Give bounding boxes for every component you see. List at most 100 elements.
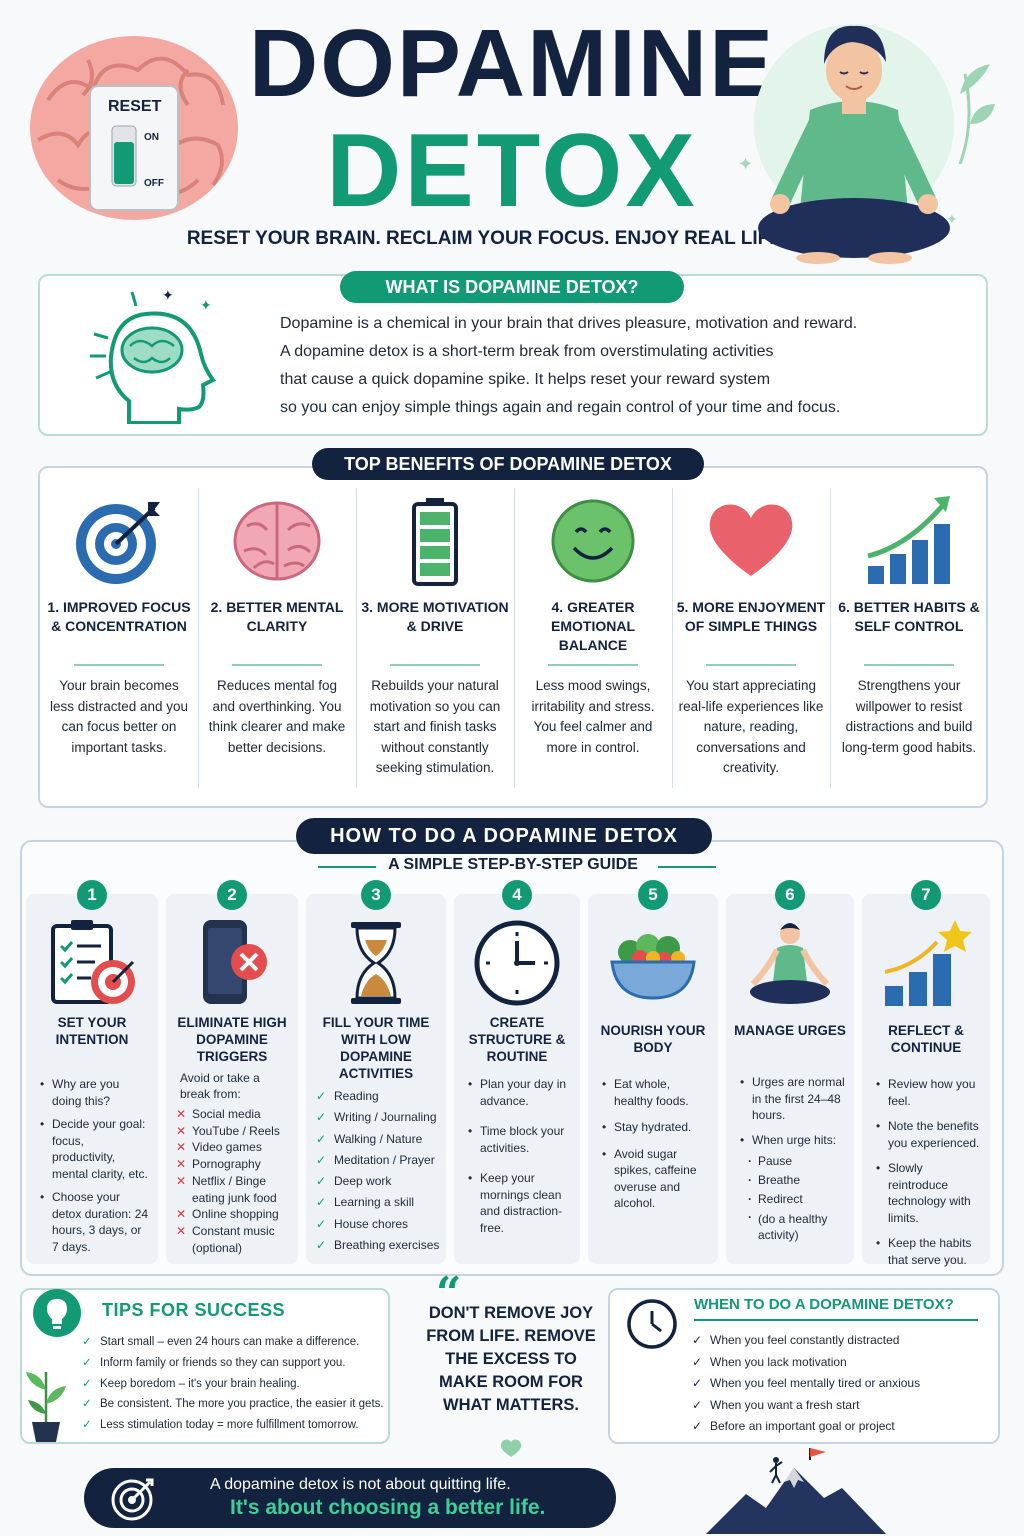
list-item: Video games — [176, 1139, 294, 1156]
what-is-line: so you can enjoy simple things again and… — [280, 399, 841, 416]
list-item: Learning a skill — [316, 1194, 442, 1211]
activities-list: Reading Writing / Journaling Walking / N… — [316, 1088, 442, 1258]
step-title: REFLECT & CONTINUE — [888, 1023, 964, 1055]
list-item: When you feel mentally tired or anxious — [692, 1373, 992, 1395]
step-card: 7 REFLECT & CONTINUE Review how you feel… — [862, 880, 990, 1267]
benefit-desc: Less mood swings, irritability and stres… — [531, 678, 655, 755]
divider — [706, 664, 796, 666]
benefit-desc: You start appreciating real-life experie… — [678, 678, 824, 775]
hourglass-icon — [351, 922, 401, 1004]
switch-off-label: OFF — [144, 178, 164, 189]
list-item: Time block your activities. — [468, 1123, 572, 1156]
divider — [514, 488, 515, 788]
list-item: Stay hydrated. — [602, 1119, 710, 1136]
benefit-title: 6. BETTER HABITS & SELF CONTROL — [838, 599, 980, 634]
list-item: Reading — [316, 1088, 442, 1105]
list-item: Breathing exercises — [316, 1237, 442, 1254]
how-to-heading: HOW TO DO A DOPAMINE DETOX — [296, 818, 712, 854]
list-item: Choose your detox duration: 24 hours, 3 … — [40, 1189, 150, 1255]
switch-on-label: ON — [144, 132, 159, 143]
step-number: 6 — [775, 880, 805, 910]
list-item: Keep boredom – it's your brain healing. — [82, 1374, 387, 1395]
step-number: 1 — [77, 880, 107, 910]
step-intro: Avoid or take a break from: — [180, 1071, 260, 1101]
title-line1: DOPAMINE — [248, 10, 776, 117]
list-item: Pornography — [176, 1156, 294, 1173]
tagline: RESET YOUR BRAIN. RECLAIM YOUR FOCUS. EN… — [186, 228, 788, 249]
battery-icon — [412, 498, 458, 586]
list-item: Before an important goal or project — [692, 1416, 992, 1438]
phone-blocked-icon — [203, 920, 267, 1004]
benefit-title: 5. MORE ENJOYMENT OF SIMPLE THINGS — [676, 599, 826, 634]
what-is-line: that cause a quick dopamine spike. It he… — [280, 371, 771, 388]
list-item: Inform family or friends so they can sup… — [82, 1353, 387, 1374]
benefit-card: 6. BETTER HABITS & SELF CONTROL Strength… — [830, 488, 988, 788]
list-item: Writing / Journaling — [316, 1109, 442, 1126]
step-card: 4 CREATE STRUCTURE & ROUTINE Plan your d… — [454, 880, 580, 1264]
step-number: 7 — [911, 880, 941, 910]
benefit-card: 5. MORE ENJOYMENT OF SIMPLE THINGS You s… — [672, 488, 831, 788]
list-item: Breathe — [748, 1171, 848, 1190]
list-item: When you lack motivation — [692, 1352, 992, 1374]
benefits-panel — [38, 466, 988, 808]
when-list: When you feel constantly distracted When… — [692, 1330, 992, 1438]
benefit-desc: Strengthens your willpower to resist dis… — [841, 678, 977, 755]
benefit-card: 2. BETTER MENTAL CLARITY Reduces mental … — [198, 488, 357, 788]
step-title: FILL YOUR TIME WITH LOW DOPAMINE ACTIVIT… — [322, 1015, 430, 1081]
step-bullets: Review how you feel. Note the benefits y… — [876, 1076, 982, 1275]
switch-reset-label: RESET — [108, 98, 162, 115]
target-icon — [111, 1478, 154, 1521]
growth-chart-icon — [867, 496, 950, 584]
how-to-subheading: A SIMPLE STEP-BY-STEP GUIDE — [388, 856, 638, 873]
progress-star-icon — [884, 920, 971, 1006]
footer-line2: It's about choosing a better life. — [230, 1496, 546, 1519]
divider — [694, 1319, 978, 1321]
step-bullets: Plan your day in advance. Time block you… — [468, 1076, 572, 1243]
title-line2: DETOX — [326, 113, 698, 229]
step-title: ELIMINATE HIGH DOPAMINE TRIGGERS — [177, 1015, 287, 1064]
divider — [830, 488, 831, 788]
list-item: Urges are normal in the first 24–48 hour… — [740, 1074, 846, 1124]
list-item: Avoid sugar spikes, caffeine overuse and… — [602, 1146, 710, 1212]
step-bullets: Eat whole, healthy foods. Stay hydrated.… — [602, 1076, 710, 1219]
list-item: Deep work — [316, 1173, 442, 1190]
list-item: Why are you doing this? — [40, 1076, 150, 1109]
list-item: Meditation / Prayer — [316, 1152, 442, 1169]
list-item: Pause — [748, 1152, 848, 1171]
list-item: Online shopping — [176, 1206, 294, 1223]
footer-line1: A dopamine detox is not about quitting l… — [210, 1476, 511, 1493]
list-item: Be consistent. The more you practice, th… — [82, 1394, 387, 1415]
list-item: Note the benefits you experienced. — [876, 1118, 982, 1151]
benefits-heading: TOP BENEFITS OF DOPAMINE DETOX — [312, 448, 704, 480]
clock-icon — [474, 920, 560, 1006]
step-number: 4 — [502, 880, 532, 910]
tips-heading: TIPS FOR SUCCESS — [102, 1300, 286, 1320]
step-number: 5 — [638, 880, 668, 910]
meditation-woman-icon — [750, 923, 830, 1004]
benefit-card: 3. MORE MOTIVATION & DRIVE Rebuilds your… — [356, 488, 515, 788]
divider — [356, 488, 357, 788]
step-number: 2 — [217, 880, 247, 910]
list-item: Plan your day in advance. — [468, 1076, 572, 1109]
clock-icon — [627, 1299, 677, 1349]
svg-text:✦: ✦ — [738, 154, 753, 174]
divider — [232, 664, 322, 666]
benefit-title: 1. IMPROVED FOCUS & CONCENTRATION — [47, 599, 191, 634]
step-card: 5 NOURISH YOUR BODY Eat whole, healthy f… — [588, 880, 718, 1264]
step-bullets: Why are you doing this? Decide your goal… — [40, 1076, 150, 1262]
heart-icon — [500, 1439, 522, 1457]
list-item: Less stimulation today = more fulfillmen… — [82, 1415, 387, 1436]
divider — [672, 488, 673, 788]
benefit-title: 2. BETTER MENTAL CLARITY — [210, 599, 344, 634]
quote-mark: “ — [436, 1268, 462, 1319]
smiley-icon — [551, 499, 635, 583]
list-item: Keep your mornings clean and distraction… — [468, 1170, 572, 1236]
step-title: SET YOUR INTENTION — [55, 1015, 129, 1047]
benefit-desc: Reduces mental fog and overthinking. You… — [208, 678, 346, 755]
svg-text:✦: ✦ — [162, 287, 174, 303]
step-card: 6 MANAGE URGES Urges are normal in the f… — [726, 880, 854, 1264]
footer-banner — [84, 1468, 616, 1528]
heart-icon — [709, 504, 793, 576]
list-item: Walking / Nature — [316, 1131, 442, 1148]
svg-text:✦: ✦ — [946, 211, 958, 227]
